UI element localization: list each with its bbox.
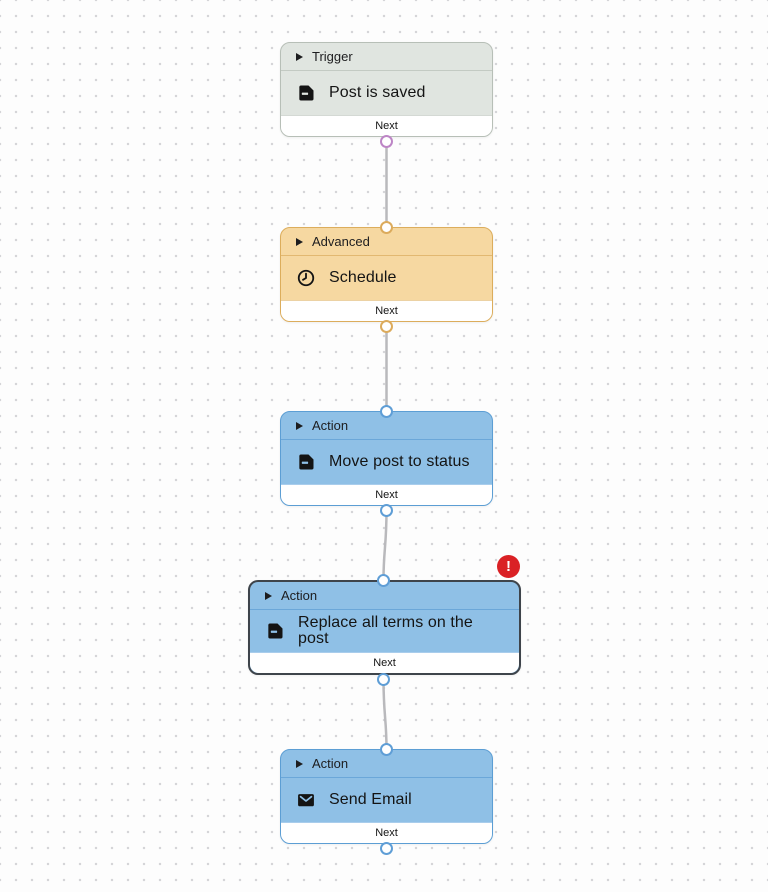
node-header[interactable]: Action — [250, 582, 519, 610]
node-body[interactable]: Schedule — [281, 256, 492, 300]
node-advanced-schedule[interactable]: Advanced Schedule Next — [280, 227, 493, 322]
expand-triangle-icon — [296, 759, 303, 768]
node-body[interactable]: Post is saved — [281, 71, 492, 115]
node-trigger-post-is-saved[interactable]: Trigger Post is saved Next — [280, 42, 493, 137]
node-category-label: Action — [312, 418, 349, 433]
expand-triangle-icon — [265, 591, 272, 600]
node-footer: Next — [281, 822, 492, 843]
node-action-send-email[interactable]: Action Send Email Next — [280, 749, 493, 844]
node-footer: Next — [281, 300, 492, 321]
node-action-replace-all-terms[interactable]: Action Replace all terms on the post Nex… — [248, 580, 521, 675]
document-icon — [265, 621, 285, 641]
node-footer: Next — [281, 484, 492, 505]
document-icon — [296, 83, 316, 103]
input-port-send-email[interactable] — [380, 742, 393, 756]
input-port-schedule[interactable] — [380, 220, 393, 234]
next-label: Next — [375, 304, 398, 317]
node-header[interactable]: Action — [281, 412, 492, 440]
connector-line — [382, 678, 388, 750]
node-category-label: Trigger — [312, 49, 353, 64]
node-title: Replace all terms on the post — [298, 614, 473, 647]
next-label: Next — [375, 826, 398, 839]
output-port-schedule[interactable] — [380, 319, 393, 333]
node-title: Post is saved — [329, 84, 426, 101]
node-header[interactable]: Advanced — [281, 228, 492, 256]
output-port-replace-terms[interactable] — [377, 672, 390, 686]
next-label: Next — [375, 488, 398, 501]
node-footer: Next — [281, 115, 492, 136]
connector-line — [382, 509, 388, 581]
node-header[interactable]: Trigger — [281, 43, 492, 71]
expand-triangle-icon — [296, 421, 303, 430]
next-label: Next — [373, 656, 396, 669]
output-port-send-email[interactable] — [380, 841, 393, 855]
envelope-icon — [296, 790, 316, 810]
node-title: Send Email — [329, 791, 412, 808]
output-port-move-post[interactable] — [380, 503, 393, 517]
node-header[interactable]: Action — [281, 750, 492, 778]
output-port-trigger[interactable] — [380, 135, 393, 148]
error-badge[interactable]: ! — [497, 555, 520, 578]
node-body[interactable]: Move post to status — [281, 440, 492, 484]
node-category-label: Action — [281, 588, 318, 603]
input-port-replace-terms[interactable] — [377, 573, 390, 587]
node-title: Schedule — [329, 269, 397, 286]
node-body[interactable]: Replace all terms on the post — [250, 610, 519, 652]
node-footer: Next — [250, 652, 519, 673]
input-port-move-post[interactable] — [380, 404, 393, 418]
next-label: Next — [375, 119, 398, 132]
node-category-label: Advanced — [312, 234, 370, 249]
node-body[interactable]: Send Email — [281, 778, 492, 822]
node-category-label: Action — [312, 756, 349, 771]
node-title: Move post to status — [329, 453, 470, 470]
document-icon — [296, 452, 316, 472]
expand-triangle-icon — [296, 52, 303, 61]
node-action-move-post-to-status[interactable]: Action Move post to status Next — [280, 411, 493, 506]
clock-icon — [296, 268, 316, 288]
expand-triangle-icon — [296, 237, 303, 246]
